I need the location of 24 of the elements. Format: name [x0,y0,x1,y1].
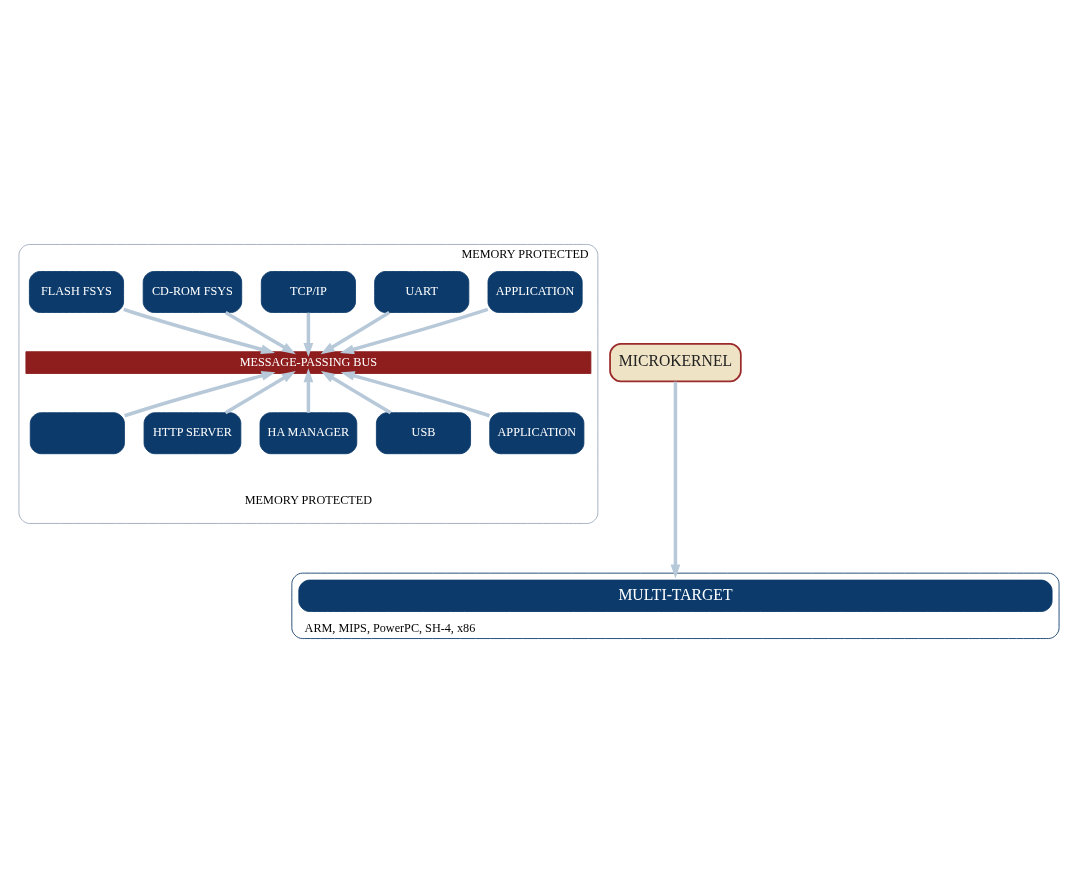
arrow [224,370,296,414]
arrow [303,312,314,357]
node-box: MULTI-TARGET [298,579,1053,612]
node-box: HA MANAGER [259,411,358,454]
arrow [123,307,275,354]
node-box: TCP/IP [260,270,356,313]
arrow [320,370,392,414]
arrow [670,381,681,578]
node-box: CD-ROM FSYS [142,270,243,313]
node-box: APPLICATION [489,411,585,454]
arrow [303,367,314,413]
node-box: USB [375,411,471,454]
arrow [320,310,391,354]
arrow [339,307,489,354]
node-box: FLASH FSYS [28,270,124,313]
arrow [224,310,296,354]
node-box: APPLICATION [487,270,583,313]
node-box: MESSAGE-PASSING BUS [25,350,592,374]
arrow [340,370,491,417]
node-box: HTTP SERVER [143,411,242,454]
node-box: UART [374,270,470,313]
node-box: MICROKERNEL [609,342,742,382]
node-box [29,411,125,454]
arrow [124,370,276,417]
